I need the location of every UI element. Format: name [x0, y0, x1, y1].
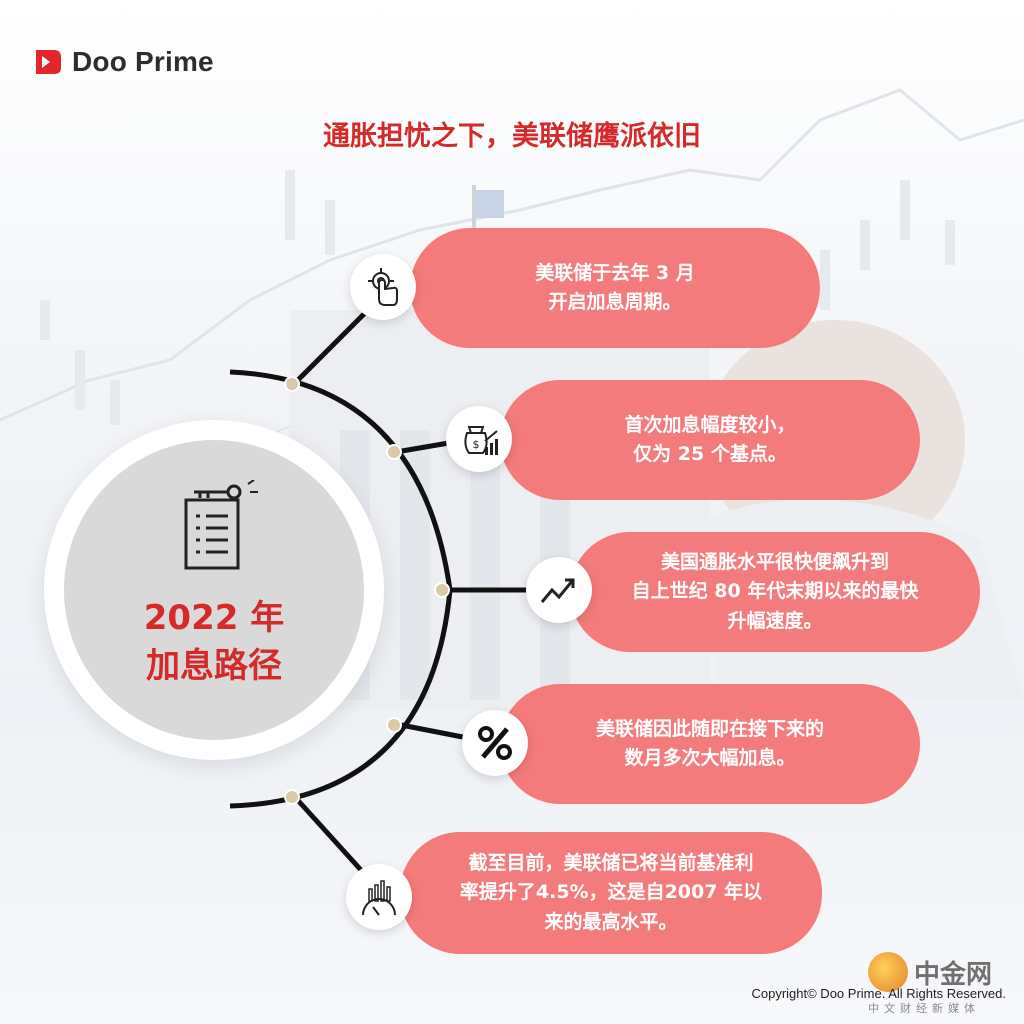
- touch-target-icon: [368, 268, 398, 306]
- icon-badge-4: [462, 710, 528, 776]
- watermark-logo-icon: [868, 952, 908, 992]
- center-circle-inner: 2022 年 加息路径: [64, 440, 364, 740]
- copyright: Copyright© Doo Prime. All Rights Reserve…: [751, 986, 1006, 1001]
- timeline-card-4: 美联储因此随即在接下来的 数月多次大幅加息。: [500, 684, 920, 804]
- gauge-chart-icon: [362, 880, 396, 916]
- card-3-line-3: 升幅速度。: [727, 609, 823, 632]
- timeline-dot-3: [434, 582, 450, 598]
- watermark-subtitle: 中文财经新媒体: [868, 1002, 980, 1015]
- watermark: 中金网: [868, 952, 992, 992]
- card-2-line-1: 首次加息幅度较小，: [624, 413, 796, 436]
- card-4-line-2: 数月多次大幅加息。: [624, 747, 796, 769]
- icon-badge-2: $: [446, 406, 512, 472]
- page-title: 通胀担忧之下，美联储鹰派依旧: [323, 121, 701, 152]
- brand-logo: Doo Prime: [34, 46, 214, 78]
- icon-badge-1: [350, 254, 416, 320]
- icon-badge-5: [346, 864, 412, 930]
- card-1-line-2: 开启加息周期。: [548, 291, 682, 313]
- timeline-card-2: 首次加息幅度较小， 仅为 25 个基点。: [500, 380, 920, 500]
- timeline-dot-1: [284, 376, 300, 392]
- percent-icon: [478, 726, 512, 760]
- card-4-line-1: 美联储因此随即在接下来的: [595, 717, 824, 740]
- card-2-line-2: 仅为 25 个基点。: [633, 443, 787, 465]
- timeline-card-3: 美国通胀水平很快便飙升到 自上世纪 80 年代末期以来的最快 升幅速度。: [570, 532, 980, 652]
- card-5-line-1: 截至目前，美联储已将当前基准利: [468, 851, 754, 874]
- icon-badge-3: [526, 557, 592, 623]
- card-3-line-2: 自上世纪 80 年代末期以来的最快: [631, 580, 919, 603]
- brand-name: Doo Prime: [72, 46, 214, 77]
- center-circle: 2022 年 加息路径: [44, 420, 384, 760]
- document-key-icon: [184, 480, 258, 570]
- trend-up-icon: [540, 578, 575, 603]
- doo-prime-logo-icon: [36, 50, 61, 74]
- card-5-line-3: 来的最高水平。: [544, 910, 678, 933]
- card-5-line-2: 率提升了4.5%，这是自2007 年以: [459, 881, 763, 904]
- card-3-line-1: 美国通胀水平很快便飙升到: [660, 550, 889, 573]
- timeline-card-1: 美联储于去年 3 月 开启加息周期。: [410, 228, 820, 348]
- timeline-dot-4: [386, 717, 402, 733]
- money-growth-icon: $: [464, 426, 498, 455]
- card-1-line-1: 美联储于去年 3 月: [535, 261, 695, 284]
- svg-text:$: $: [473, 438, 480, 451]
- timeline-dot-5: [284, 789, 300, 805]
- timeline-dot-2: [386, 444, 402, 460]
- center-label: 加息路径: [146, 646, 282, 686]
- watermark-name: 中金网: [914, 959, 993, 990]
- center-year: 2022 年: [143, 598, 285, 638]
- timeline-card-5: 截至目前，美联储已将当前基准利 率提升了4.5%，这是自2007 年以 来的最高…: [400, 832, 822, 954]
